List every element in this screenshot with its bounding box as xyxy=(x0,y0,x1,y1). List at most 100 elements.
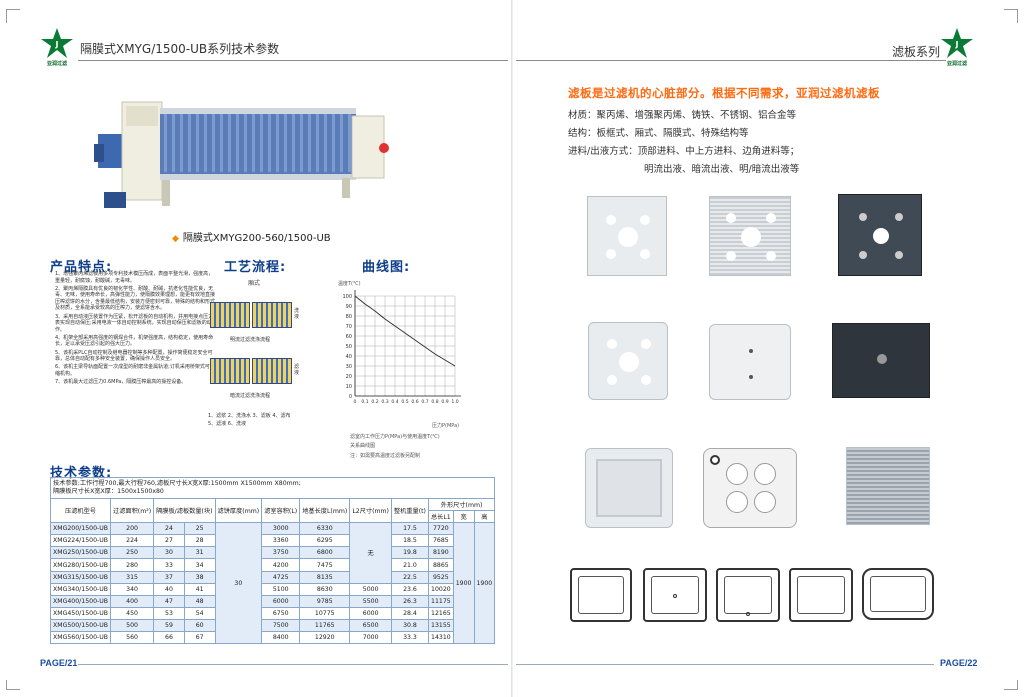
process-title: 工艺流程: xyxy=(224,260,287,275)
table-cell: 6000 xyxy=(349,606,392,620)
table-cell: 340 xyxy=(110,582,155,596)
features-title: 产品特点: xyxy=(50,260,113,275)
table-cell: 8630 xyxy=(299,582,351,596)
machine-caption-text: 隔膜式XMYG200-560/1500-UB xyxy=(182,233,331,244)
col-header: 总长L1 xyxy=(427,510,454,524)
col-header: 整机重量(t) xyxy=(390,497,429,524)
table-cell: 9525 xyxy=(427,570,454,584)
table-cell: 7000 xyxy=(349,631,392,645)
feature-item: 1、增强聚丙烯滤板用多项专利技术模压而成，表面平整光滑，强度高，重量轻，耐腐蚀，… xyxy=(55,271,214,284)
closed-flow-label: 暗流过滤洗涤流程 xyxy=(230,393,271,399)
table-cell: 21.0 xyxy=(390,558,429,572)
table-cell: 200 xyxy=(110,522,155,536)
spec-table: 技术参数:工作行程700,最大行程760,滤板尺寸长X宽X厚:1500mm X1… xyxy=(49,477,496,645)
table-cell: 37 xyxy=(153,570,185,584)
x-tick-label: 0.7 xyxy=(421,399,428,405)
table-cell: XMG450/1500-UB xyxy=(49,606,112,620)
star-logo-icon: J xyxy=(41,28,73,58)
machine-caption: ◆隔膜式XMYG200-560/1500-UB xyxy=(172,229,331,244)
page-number: PAGE/22 xyxy=(940,658,978,668)
table-cell: 59 xyxy=(153,618,185,633)
table-cell: 1900 xyxy=(473,522,496,645)
table-cell: 40 xyxy=(153,582,185,596)
table-cell: XMG340/1500-UB xyxy=(49,582,112,596)
logo-text: 亚润过滤 xyxy=(46,61,67,67)
x-tick-label: 0.5 xyxy=(401,399,408,405)
logo-text: 亚润过滤 xyxy=(946,61,967,67)
table-cell: 250 xyxy=(110,546,155,560)
y-tick-label: 70 xyxy=(346,324,352,330)
company-logo: J 亚润过滤 xyxy=(40,27,74,67)
table-cell: 7500 xyxy=(261,618,301,633)
col-header: 外形尺寸(mm) xyxy=(427,497,496,512)
table-cell: 9785 xyxy=(299,594,351,608)
table-cell: 5000 xyxy=(349,582,392,596)
footer-rule xyxy=(516,664,934,665)
table-cell: 8400 xyxy=(261,631,301,645)
diamond-bullet-icon: ◆ xyxy=(172,234,179,244)
table-cell: 6750 xyxy=(261,606,301,620)
table-cell: 8190 xyxy=(427,546,454,560)
table-cell: 6330 xyxy=(299,522,351,536)
header-rule xyxy=(516,60,946,61)
table-cell: 3000 xyxy=(261,522,301,536)
x-tick-label: 0 xyxy=(354,399,357,405)
table-cell: XMG500/1500-UB xyxy=(49,618,112,633)
table-cell: 30 xyxy=(214,522,263,645)
x-tick-label: 0.6 xyxy=(411,399,418,405)
plate-outline-drawing xyxy=(716,568,780,622)
process-legend: 5、滤液 6、洗液 xyxy=(208,421,246,427)
table-cell: 11175 xyxy=(427,594,454,608)
table-cell: 53 xyxy=(153,606,185,620)
table-cell: 280 xyxy=(110,558,155,572)
x-tick-label: 0.1 xyxy=(361,399,368,405)
filter-plate-image xyxy=(832,323,930,398)
outlet-line: 明流出液、暗流出液、明/暗流出液等 xyxy=(644,164,800,175)
filter-plate-image xyxy=(846,447,930,525)
y-tick-label: 50 xyxy=(346,344,352,350)
table-cell: 11765 xyxy=(299,618,351,633)
table-cell: XMG224/1500-UB xyxy=(49,534,112,548)
col-header: 高 xyxy=(473,510,496,524)
col-header: 地基长度L(mm) xyxy=(299,497,351,524)
y-tick-label: 100 xyxy=(342,294,352,300)
table-cell: 400 xyxy=(110,594,155,608)
open-flow-label: 明流过滤洗涤流程 xyxy=(230,337,271,343)
table-cell: 67 xyxy=(183,631,216,645)
col-header: L2尺寸(mm) xyxy=(349,497,392,524)
chart-series-line xyxy=(354,295,456,367)
features-list: 1、增强聚丙烯滤板用多项专利技术模压而成，表面平整光滑，强度高，重量轻，耐腐蚀，… xyxy=(55,271,215,387)
feature-item: 7、该机最大过滤压力0.6MPa，隔膜压榨最高的操控设备。 xyxy=(55,378,187,385)
table-cell: 47 xyxy=(153,594,185,608)
table-cell: 19.8 xyxy=(390,546,429,560)
spec-note: 隔膜板尺寸长X宽X厚：1500x1500x80 xyxy=(53,488,164,495)
filter-plate-image xyxy=(709,196,791,276)
table-cell: 22.5 xyxy=(390,570,429,584)
spec-note: 技术参数:工作行程700,最大行程760,滤板尺寸长X宽X厚:1500mm X1… xyxy=(53,480,301,487)
feature-item: 3、采用自动液压装置作为压紧，松开滤板的自动机构，并用电接点压力表实现自动保压;… xyxy=(55,313,214,333)
table-cell: 3360 xyxy=(261,534,301,548)
col-header: 压滤机型号 xyxy=(49,497,112,524)
table-cell: 26.3 xyxy=(390,594,429,608)
company-logo: J 亚润过滤 xyxy=(940,27,974,67)
table-cell: 27 xyxy=(153,534,185,548)
feature-item: 5、该机采PLC自动控制及继电器控制等多种配置，操作简便稳定安全可靠，总体自动配… xyxy=(55,349,213,363)
chart-note: 注：如需要高温度过滤板另配制 xyxy=(350,453,421,459)
inlet-line: 进料/出液方式：顶部进料、中上方进料、边角进料等； xyxy=(568,146,800,157)
table-cell: 33.3 xyxy=(390,631,429,645)
table-cell: 18.5 xyxy=(390,534,429,548)
table-cell: 224 xyxy=(110,534,155,548)
y-tick-label: 80 xyxy=(346,314,352,320)
y-tick-label: 20 xyxy=(346,374,352,380)
table-cell: 8865 xyxy=(427,558,454,572)
y-tick-label: 0 xyxy=(349,394,352,400)
filter-plate-image xyxy=(709,324,791,400)
spec-header-row: 压滤机型号 过滤面积(m²) 隔膜板/滤板数量(块) 滤饼厚度(mm) 滤室容积… xyxy=(49,497,496,524)
